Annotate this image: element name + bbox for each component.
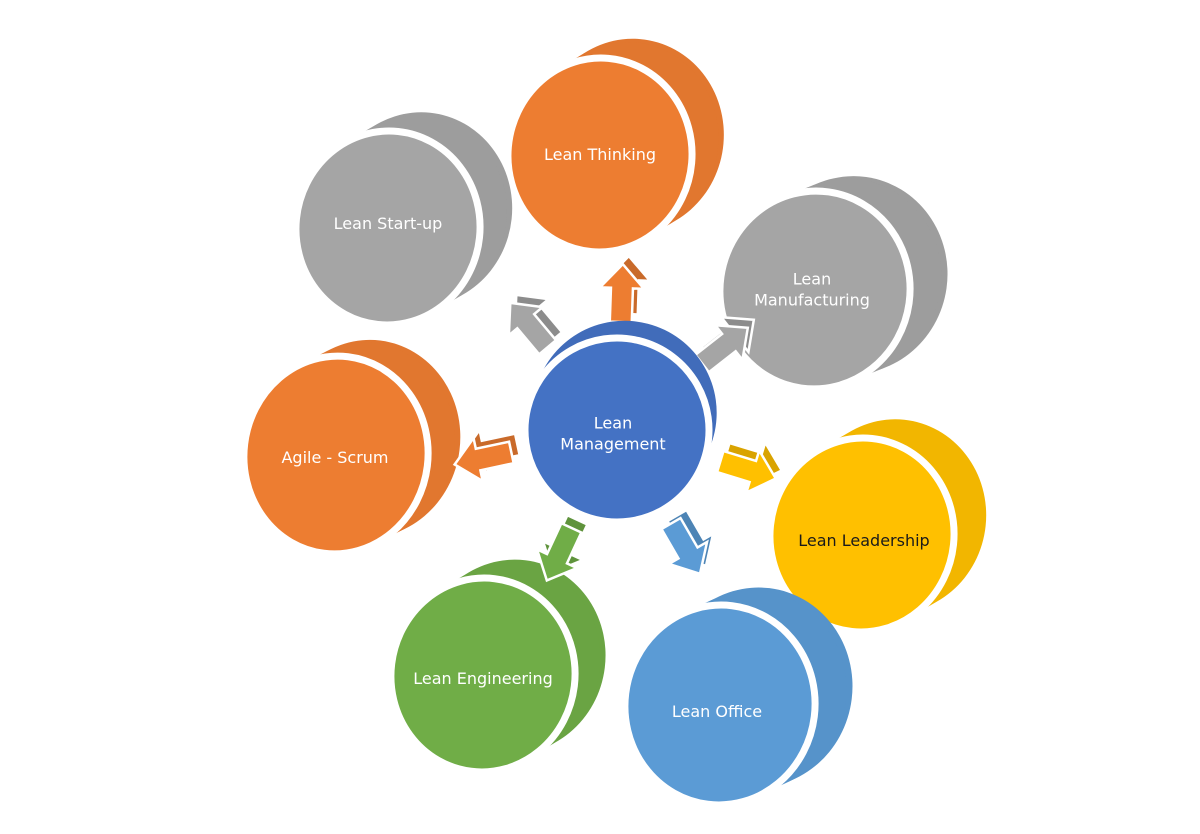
agile-scrum-front-face	[240, 352, 432, 558]
lean-leadership-arrow-face	[715, 447, 778, 495]
lean-manufacturing-arrow	[693, 315, 756, 374]
agile-scrum-label: Agile - Scrum	[281, 448, 388, 467]
lean-manufacturing-front-face	[716, 187, 914, 393]
lean-leadership-label-line: Lean Leadership	[798, 531, 929, 550]
lean-office-shape	[621, 587, 853, 809]
lean-start-up-front-face	[292, 127, 484, 329]
agile-scrum-label-line: Agile - Scrum	[281, 448, 388, 467]
lean-engineering-shape	[387, 559, 606, 776]
lean-engineering-label-line: Lean Engineering	[413, 669, 553, 688]
agile-scrum-arrow	[452, 426, 522, 484]
lean-office-front-face	[621, 601, 819, 809]
lean-thinking-front-face	[504, 54, 696, 256]
lean-manufacturing-label-line: Manufacturing	[754, 291, 870, 310]
lean-manufacturing-shape	[716, 176, 948, 393]
lean-office-arrow	[659, 508, 715, 576]
lean-leadership-arrow	[715, 439, 784, 495]
lean-management-shape	[521, 320, 717, 526]
lean-engineering-label: Lean Engineering	[413, 669, 553, 688]
lean-start-up-arrow	[507, 293, 564, 357]
lean-start-up-label-line: Lean Start-up	[334, 214, 443, 233]
lean-office-label: Lean Office	[672, 702, 762, 721]
agile-scrum-shape	[240, 339, 461, 558]
lean-start-up-arrow-face	[507, 301, 558, 357]
lean-thinking-label-line: Lean Thinking	[544, 145, 656, 164]
lean-office-arrow-face	[659, 516, 709, 576]
lean-leadership-label: Lean Leadership	[798, 531, 929, 550]
lean-office-label-line: Lean Office	[672, 702, 762, 721]
lean-manufacturing-label-line: Lean	[793, 270, 831, 289]
lean-management-front-face	[521, 334, 713, 526]
lean-thinking-shape	[504, 38, 724, 256]
lean-management-label-line: Management	[560, 435, 665, 454]
lean-engineering-arrow	[535, 513, 589, 583]
lean-thinking-label: Lean Thinking	[544, 145, 656, 164]
lean-start-up-shape	[292, 112, 513, 329]
lean-manufacturing-arrow-face	[693, 323, 750, 374]
agile-scrum-arrow-face	[452, 434, 516, 484]
lean-engineering-front-face	[387, 574, 579, 776]
lean-leadership-shape	[766, 419, 987, 636]
lean-engineering-arrow-face	[535, 521, 583, 583]
lean-leadership-front-face	[766, 434, 958, 636]
lean-management-label-line: Lean	[594, 414, 632, 433]
lean-start-up-label: Lean Start-up	[334, 214, 443, 233]
lean-thinking-arrow-face	[597, 262, 647, 324]
lean-thinking-arrow	[597, 254, 653, 324]
